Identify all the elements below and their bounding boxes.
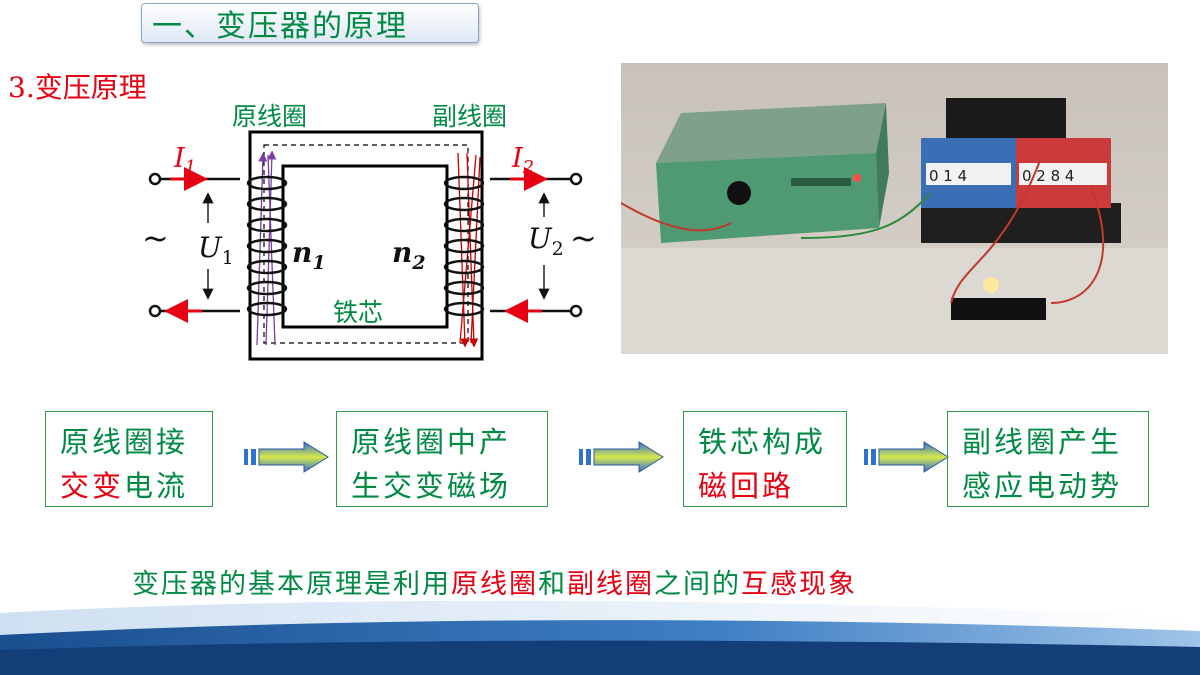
i2-label: I2 xyxy=(511,143,534,178)
ac-symbol-left: ~ xyxy=(142,219,169,257)
step-2-box: 原线圈中产 生交变磁场 xyxy=(336,411,548,507)
step-3-line1: 铁芯构成 xyxy=(698,425,827,459)
scale-left: 0 1 4 xyxy=(929,167,967,185)
flow-arrow-2 xyxy=(579,441,664,473)
n2-label: n2 xyxy=(392,236,426,274)
terminal-secondary-bottom xyxy=(569,304,583,318)
n1-label: n1 xyxy=(292,236,326,274)
power-supply xyxy=(656,103,889,243)
slide-title-box: 一、变压器的原理 xyxy=(141,3,479,44)
step-2-line1: 原线圈中产 xyxy=(351,425,512,459)
step-3-box: 铁芯构成 磁回路 xyxy=(683,411,847,507)
terminal-secondary-top xyxy=(569,172,583,186)
step-4-line2: 感应电动势 xyxy=(962,469,1123,503)
secondary-flux-lines xyxy=(457,152,481,348)
u1-label: U1 xyxy=(198,231,234,269)
u2-label: U2 xyxy=(528,222,564,260)
step-1-line1: 原线圈接 xyxy=(60,425,189,459)
terminal-primary-bottom xyxy=(148,304,162,318)
step-4-box: 副线圈产生 感应电动势 xyxy=(947,411,1149,507)
step-3-line2: 磁回路 xyxy=(698,469,795,503)
footer-wave xyxy=(0,600,1200,675)
summary-sentence: 变压器的基本原理是利用原线圈和副线圈之间的互感现象 xyxy=(132,569,857,600)
step-2-line2: 生交变磁场 xyxy=(351,469,512,503)
secondary-coil-label: 副线圈 xyxy=(432,102,507,131)
flow-arrow-3 xyxy=(864,441,949,473)
step-1-line2: 交变电流 xyxy=(60,469,189,503)
section-title: 3.变压原理 xyxy=(8,71,147,104)
core-label: 铁芯 xyxy=(333,298,383,327)
step-4-line1: 副线圈产生 xyxy=(962,425,1123,459)
transformer-diagram: 原线圈 副线圈 铁芯 I1 I2 U1 U2 n1 n2 ~ ~ xyxy=(142,102,597,361)
flow-arrow-1 xyxy=(244,441,329,473)
wires xyxy=(621,157,1105,304)
bulb-board xyxy=(951,277,1046,320)
apparatus-photo: 0 1 4 0 2 8 4 xyxy=(621,63,1168,354)
slide-title: 一、变压器的原理 xyxy=(152,9,408,44)
terminal-primary-top xyxy=(148,172,162,186)
primary-coil-label: 原线圈 xyxy=(232,102,307,131)
step-1-box: 原线圈接 交变电流 xyxy=(45,411,213,507)
ac-symbol-right: ~ xyxy=(570,219,597,257)
i1-label: I1 xyxy=(173,143,196,178)
